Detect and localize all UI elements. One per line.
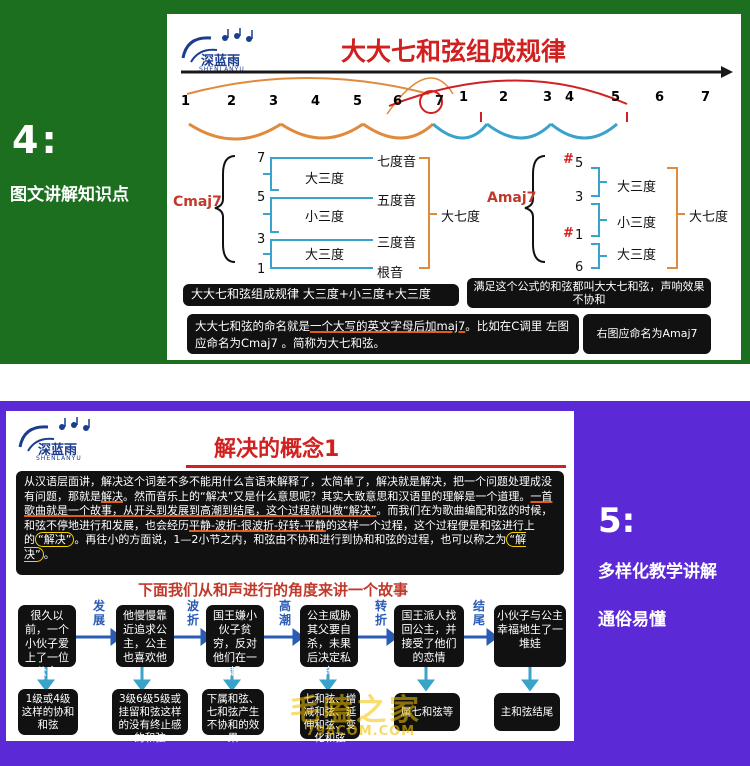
chord-note: 3 (257, 232, 266, 247)
scale-note: 2 (227, 94, 237, 109)
sharp-sign: # (563, 152, 574, 167)
chord-box: 下属和弦、七和弦产生不协和的效果 (202, 689, 264, 744)
paragraph-text: 。而我们在为歌曲编配和弦的时候，和弦不停地进行和发展，也会经历 (24, 504, 553, 532)
paragraph-text: 从汉语层面讲，解决这个词差不多不能用什么言语来解释了，太简单了，解决就是解决，把… (24, 475, 552, 503)
scale-note-high: 1 (459, 90, 469, 105)
scale-note: 6 (393, 94, 403, 109)
paragraph-highlight: 平静-波折-很波折-好转-平静 (189, 518, 326, 532)
logo-subtext: SHENLANYU (36, 455, 82, 462)
slide-title: 大大七和弦组成规律 (341, 37, 567, 66)
paragraph-circled: “解决” (35, 532, 75, 547)
effect-box: 满足这个公式的和弦都叫大大七和弦，声响效果不协和 (467, 278, 711, 308)
stage-label: 结尾 (472, 599, 485, 627)
naming-text: 。比如在C调里 左图应命名为Cmaj7 。简称为大七和弦。 (195, 319, 569, 350)
amaj7-name-box: 右图应命名为Amaj7 (583, 314, 711, 354)
note-name: 五度音 (377, 194, 417, 209)
logo-text: 深蓝雨 (38, 443, 78, 458)
scale-diagram (181, 66, 733, 141)
logo-icon (18, 417, 90, 452)
watermark-url: 798COM.COM (306, 724, 416, 739)
scale-note: 7 (435, 94, 445, 109)
stage-label: 波折 (186, 599, 199, 627)
slide-chord-structure: 深蓝雨 SHENLANYU 大大七和弦组成规律 1 2 (167, 14, 741, 360)
chord-note: 6 (575, 260, 584, 275)
section-caption: 通俗易懂 (598, 610, 666, 630)
chord-note: 7 (257, 151, 266, 166)
chord-box: 主和弦结尾 (494, 693, 560, 731)
naming-highlight: 一个大写的英文字母后加maj7 (310, 319, 466, 333)
story-box: 很久以前，一个小伙子爱上了一位公主 (18, 605, 76, 678)
watermark: 毛嗑之家 (290, 693, 422, 728)
scale-note: 1 (181, 94, 191, 109)
resolution-paragraph: 从汉语层面讲，解决这个词差不多不能用什么言语来解释了，太简单了，解决就是解决，把… (16, 471, 564, 575)
logo: 深蓝雨 SHENLANYU (14, 417, 102, 463)
chord-label-cmaj7: Cmaj7 (173, 194, 222, 210)
chord-note: 1 (257, 262, 266, 277)
story-box: 国王派人找回公主，并接受了他们的恋情 (394, 605, 464, 667)
naming-box: 大大七和弦的命名就是一个大写的英文字母后加maj7。比如在C调里 左图应命名为C… (187, 314, 579, 354)
scale-note-high: 5 (611, 90, 621, 105)
paragraph-text: 的这样一个过程，这个过程便是和弦进行上的 (24, 518, 535, 547)
interval-label: 小三度 (305, 210, 345, 225)
paragraph-text: 。然而音乐上的“解决”又是什么意思呢？其实大致意思和汉语里的理解是一个道理。 (123, 489, 531, 503)
note-name: 七度音 (377, 155, 417, 170)
story-box: 公主威胁其父要自杀，未果后决定私奔 (300, 605, 358, 678)
chord-note: 3 (575, 190, 584, 205)
chord-box: 3级6级5级或挂留和弦这样的没有终止感的和弦 (112, 689, 188, 744)
naming-text: 大大七和弦的命名就是 (195, 319, 310, 333)
section-number: 5: (598, 501, 636, 541)
scale-note-high: 2 (499, 90, 509, 105)
section-caption: 图文讲解知识点 (10, 185, 129, 205)
note-name: 根音 (377, 266, 404, 281)
interval-label: 大三度 (617, 248, 657, 263)
story-subheading: 下面我们从和声进行的角度来讲一个故事 (138, 581, 409, 599)
sharp-sign: # (563, 226, 574, 241)
scale-note: 4 (311, 94, 321, 109)
chord-box: 属七和弦等 (394, 693, 460, 731)
logo-subtext: SHENLANYU (199, 66, 245, 73)
section-caption: 多样化教学讲解 (598, 562, 717, 582)
overall-interval: 大七度 (689, 210, 729, 225)
story-box: 国王嫌小伙子贫穷，反对他们在一起 (206, 605, 264, 678)
panel-resolution: 深蓝雨 SHENLANYU 解决的概念1 从汉语层面讲，解决这个词差不多不能用什… (0, 401, 750, 766)
chord-box: 七和弦、增减和弦、延伸和弦、变化和弦 (300, 689, 360, 744)
interval-label: 大三度 (305, 248, 345, 263)
paragraph-circled: “解决” (24, 532, 527, 562)
stage-label: 转折 (374, 599, 387, 627)
chord-brackets (214, 155, 685, 269)
panel-chord-structure: 4: 图文讲解知识点 深蓝雨 SHENLANYU 大大七和弦组成规律 (0, 0, 750, 364)
scale-note-high: 4 (565, 90, 575, 105)
chord-label-amaj7: Amaj7 (487, 190, 537, 206)
overall-interval: 大七度 (441, 210, 481, 225)
interval-label: 小三度 (617, 216, 657, 231)
stage-label: 发展 (92, 599, 105, 627)
logo: 深蓝雨 SHENLANYU (177, 28, 265, 74)
scale-note-high: 6 (655, 90, 665, 105)
interval-label: 大三度 (617, 180, 657, 195)
paragraph-text: 。 (43, 547, 55, 561)
section-number: 4: (12, 118, 60, 162)
logo-icon (181, 28, 253, 63)
title-underline (186, 465, 566, 468)
scale-note: 3 (269, 94, 279, 109)
paragraph-highlight: 一首歌曲就是一个故事，从开头到发展到高潮到结尾，这个过程就叫做“解决” (24, 489, 553, 518)
paragraph-text: 。再往小的方面说，1—2小节之内，和弦由不协和进行到协和和弦的过程，也可以称之为 (74, 533, 507, 546)
rule-box: 大大七和弦组成规律 大三度+小三度+大三度 (183, 284, 459, 306)
chord-note: 5 (257, 190, 266, 205)
logo-text: 深蓝雨 (201, 54, 241, 69)
chord-note: 5 (575, 156, 584, 171)
chord-box: 1级或4级这样的协和和弦 (18, 689, 78, 735)
slide-title: 解决的概念1 (214, 437, 340, 462)
scale-note-high: 7 (701, 90, 711, 105)
story-box: 他慢慢靠近追求公主，公主也喜欢他 (116, 605, 174, 667)
chord-note: 1 (575, 228, 584, 243)
note-name: 三度音 (377, 236, 417, 251)
story-box: 小伙子与公主幸福地生了一堆娃 (494, 605, 566, 667)
paragraph-highlight: 解决 (101, 489, 123, 503)
scale-note: 5 (353, 94, 363, 109)
stage-label: 高潮 (278, 599, 291, 627)
interval-label: 大三度 (305, 172, 345, 187)
scale-note-high: 3 (543, 90, 553, 105)
slide-resolution: 深蓝雨 SHENLANYU 解决的概念1 从汉语层面讲，解决这个词差不多不能用什… (6, 411, 574, 744)
